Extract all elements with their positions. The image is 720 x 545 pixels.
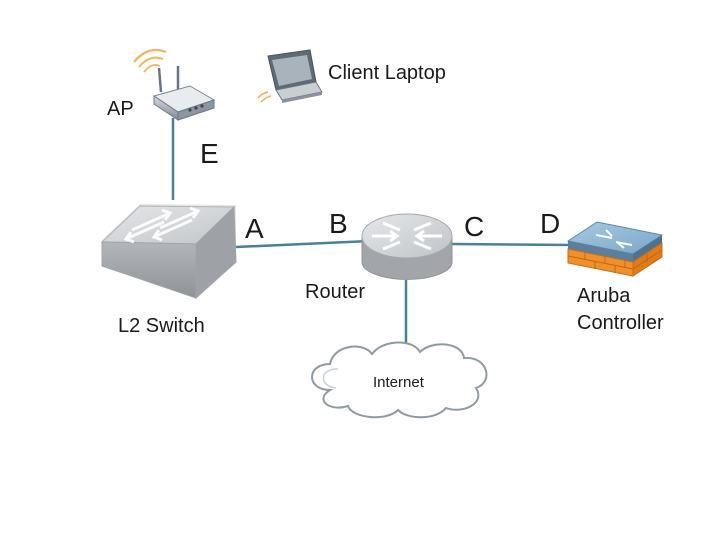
controller-icon bbox=[566, 221, 664, 277]
client-laptop-label: Client Laptop bbox=[328, 62, 446, 84]
ap-label: AP bbox=[107, 98, 134, 120]
cloud-icon bbox=[311, 341, 488, 419]
segment-label-d: D bbox=[540, 208, 561, 239]
router-label: Router bbox=[305, 281, 366, 303]
link-switch-to-router bbox=[235, 239, 371, 249]
controller-label-line2: Controller bbox=[577, 312, 664, 334]
segment-label-a: A bbox=[245, 213, 264, 244]
l2-switch-label: L2 Switch bbox=[118, 315, 205, 337]
segment-label-c: C bbox=[464, 211, 485, 242]
segment-label-b: B bbox=[329, 208, 348, 239]
wireless-access-point-icon bbox=[133, 48, 216, 121]
segment-label-e: E bbox=[200, 138, 219, 169]
router-icon bbox=[361, 213, 453, 280]
controller-label-line1: Aruba bbox=[577, 285, 631, 307]
link-router-to-controller bbox=[451, 242, 576, 247]
laptop-icon bbox=[257, 49, 323, 103]
internet-label: Internet bbox=[373, 374, 424, 391]
switch-icon bbox=[100, 204, 237, 300]
